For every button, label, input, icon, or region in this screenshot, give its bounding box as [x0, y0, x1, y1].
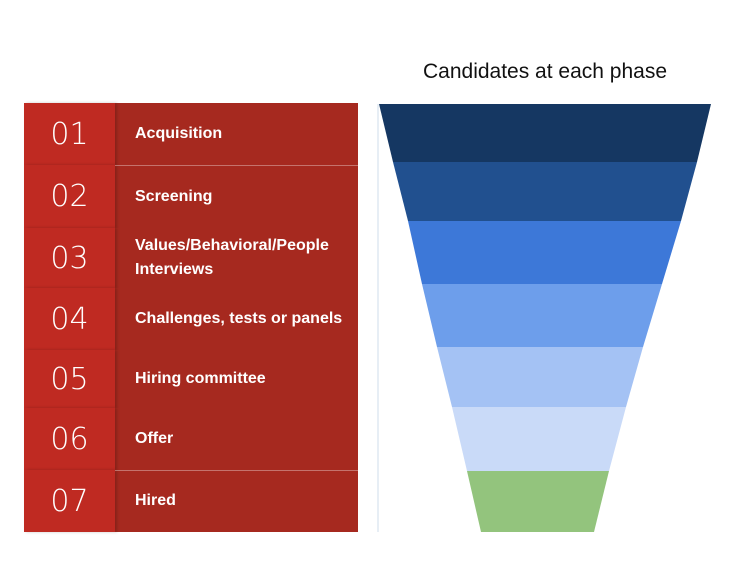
phase-label: Acquisition [135, 125, 223, 142]
funnel-band-1 [379, 104, 711, 162]
phase-row-7: 07 Hired [24, 470, 358, 532]
funnel-band-3 [408, 221, 681, 284]
phase-row-1: 01 Acquisition [24, 103, 358, 165]
divider [115, 165, 358, 166]
phase-number: 07 [24, 470, 115, 532]
funnel-band-2 [393, 162, 697, 221]
divider [115, 470, 358, 471]
phase-label: Screening [135, 187, 213, 205]
phase-row-5: 05 Hiring committee [24, 350, 358, 408]
phase-label: Offer [135, 430, 174, 447]
funnel-band-6 [452, 407, 626, 471]
phase-number: 06 [24, 408, 115, 470]
phase-row-3: 03 Values/Behavioral/People Interviews [24, 228, 358, 288]
phase-row-4: 04 Challenges, tests or panels [24, 288, 358, 350]
phase-number: 01 [24, 103, 115, 165]
phase-label: Challenges, tests or panels [135, 310, 343, 327]
phase-label: Hired [135, 492, 176, 509]
funnel-band-7 [467, 471, 609, 532]
phase-list: 01 Acquisition 02 Screening 03 Values/Behav… [24, 103, 358, 532]
phase-label: Values/Behavioral/People Interviews [135, 237, 329, 278]
phase-number: 04 [24, 288, 115, 350]
funnel-band-5 [437, 347, 643, 407]
funnel-band-4 [422, 284, 662, 347]
phase-row-2: 02 Screening [24, 165, 358, 228]
phase-number: 05 [24, 350, 115, 408]
phase-label: Hiring committee [135, 370, 266, 387]
funnel-title: Candidates at each phase [422, 60, 667, 83]
phase-row-6: 06 Offer [24, 408, 358, 470]
phase-number: 03 [24, 228, 115, 288]
phase-number: 02 [24, 165, 115, 228]
